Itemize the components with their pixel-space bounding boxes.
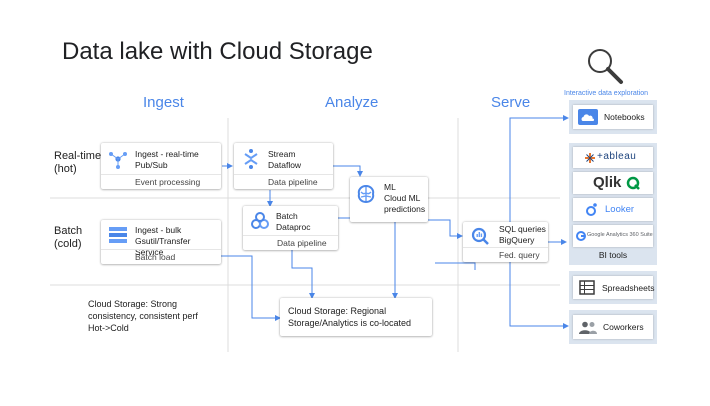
box-sublabel: Event processing — [101, 174, 221, 189]
spreadsheet-icon — [579, 280, 595, 295]
spreadsheets-panel: Spreadsheets — [569, 271, 657, 304]
box-sublabel: Fed. query — [463, 247, 548, 262]
google-analytics-label: Google Analytics 360 Suite — [587, 232, 653, 238]
dataproc-icon — [251, 212, 269, 229]
magnifier-icon — [588, 49, 623, 84]
qlik-card[interactable]: Qlik — [573, 172, 653, 194]
google-analytics-icon — [576, 231, 586, 241]
coworkers-label: Coworkers — [603, 322, 644, 332]
dataflow-icon — [244, 149, 258, 169]
people-icon — [579, 321, 597, 334]
bi-tools-panel: +ableau Qlik Looker Google Analytics 360… — [569, 143, 657, 265]
cloud-storage-box: Cloud Storage: Regional Storage/Analytic… — [280, 298, 432, 336]
cloud-storage-note: Cloud Storage: Strong consistency, consi… — [88, 299, 198, 333]
column-header-ingest: Ingest — [143, 94, 184, 111]
notebooks-label: Notebooks — [604, 112, 645, 122]
coworkers-card[interactable]: Coworkers — [573, 315, 653, 339]
row-label-batch: Batch (cold) — [54, 225, 83, 250]
ingest-batch-box: Ingest - bulk Gsutil/Transfer Service Ba… — [101, 220, 221, 264]
looker-icon — [586, 203, 597, 216]
stream-dataflow-box: Stream Dataflow Data pipeline — [234, 143, 333, 189]
bigquery-box: SQL queries BigQuery Fed. query — [463, 222, 548, 262]
column-header-analyze: Analyze — [325, 94, 379, 111]
row-label-realtime: Real-time (hot) — [54, 150, 102, 175]
box-sublabel: Data pipeline — [243, 235, 338, 250]
qlik-label: Qlik — [593, 174, 622, 191]
ingest-realtime-box: Ingest - real-time Pub/Sub Event process… — [101, 143, 221, 189]
column-header-serve: Serve — [491, 94, 531, 111]
page-title: Data lake with Cloud Storage — [62, 38, 373, 65]
google-analytics-card[interactable]: Google Analytics 360 Suite — [573, 225, 653, 247]
batch-dataproc-box: Batch Dataproc Data pipeline — [243, 206, 338, 250]
transfer-service-icon — [109, 227, 127, 243]
spreadsheets-card[interactable]: Spreadsheets — [573, 276, 655, 299]
tableau-card[interactable]: +ableau — [573, 147, 653, 168]
cloud-icon — [578, 109, 598, 125]
coworkers-panel: Coworkers — [569, 310, 657, 344]
box-sublabel: Batch load — [101, 249, 221, 264]
tableau-icon — [585, 153, 595, 163]
looker-label: Looker — [605, 204, 635, 215]
interactive-exploration-label: Interactive data exploration — [564, 90, 649, 97]
notebooks-panel: Notebooks — [569, 100, 657, 134]
looker-card[interactable]: Looker — [573, 198, 653, 221]
cloud-ml-icon — [357, 184, 375, 204]
box-sublabel: Data pipeline — [234, 174, 333, 189]
bigquery-icon — [471, 227, 489, 245]
notebooks-card[interactable]: Notebooks — [573, 105, 653, 129]
ml-box: ML Cloud ML predictions — [350, 177, 428, 222]
bi-tools-label: BI tools — [598, 250, 628, 260]
tableau-label: +ableau — [597, 151, 637, 162]
pubsub-icon — [109, 152, 127, 169]
qlik-icon — [626, 176, 640, 190]
spreadsheets-label: Spreadsheets — [602, 283, 655, 293]
